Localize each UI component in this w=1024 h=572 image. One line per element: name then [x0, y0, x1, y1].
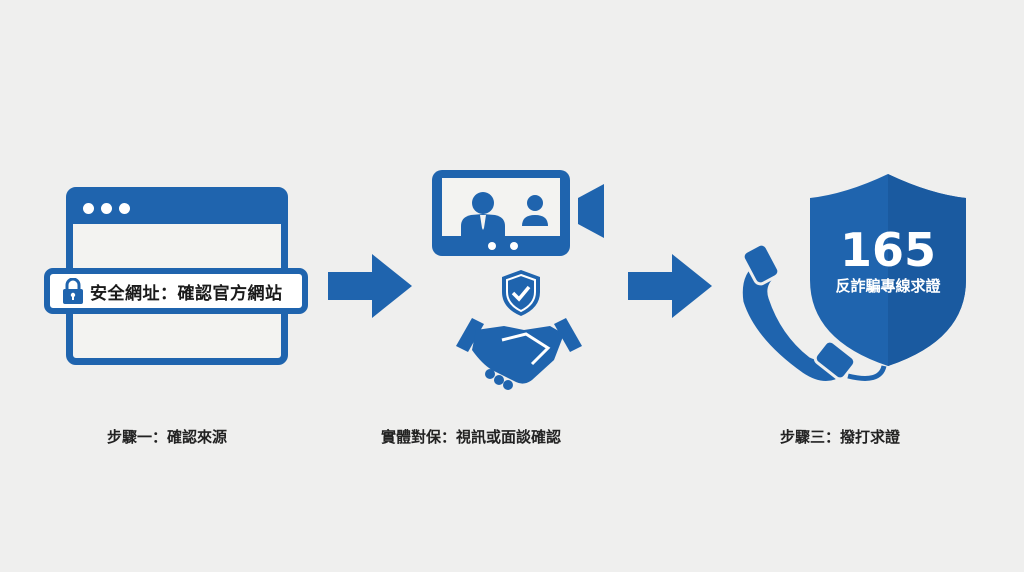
- step1-label: 步驟一：確認來源: [107, 428, 228, 446]
- hotline-text: 反詐騙專線求證: [835, 277, 941, 295]
- step2-label: 實體對保：視訊或面談確認: [381, 428, 562, 446]
- step3-label: 步驟三：撥打求證: [780, 428, 901, 446]
- window-dot-icon: [101, 203, 112, 214]
- shield-check-icon: [502, 270, 540, 316]
- browser-title-bar: [73, 194, 281, 224]
- phone-shield-icon: 165 反詐騙專線求證: [739, 174, 966, 384]
- secure-url-text: 安全網址：確認官方網站: [90, 283, 283, 304]
- window-dot-icon: [119, 203, 130, 214]
- arrow-right-icon: [628, 254, 712, 318]
- window-dot-icon: [83, 203, 94, 214]
- handshake-icon: [456, 318, 582, 390]
- secure-url-bar: 安全網址：確認官方網站: [44, 268, 308, 314]
- hotline-number: 165: [840, 223, 936, 277]
- arrow-right-icon: [328, 254, 412, 318]
- video-call-icon: [432, 170, 604, 256]
- lock-icon: [63, 278, 83, 304]
